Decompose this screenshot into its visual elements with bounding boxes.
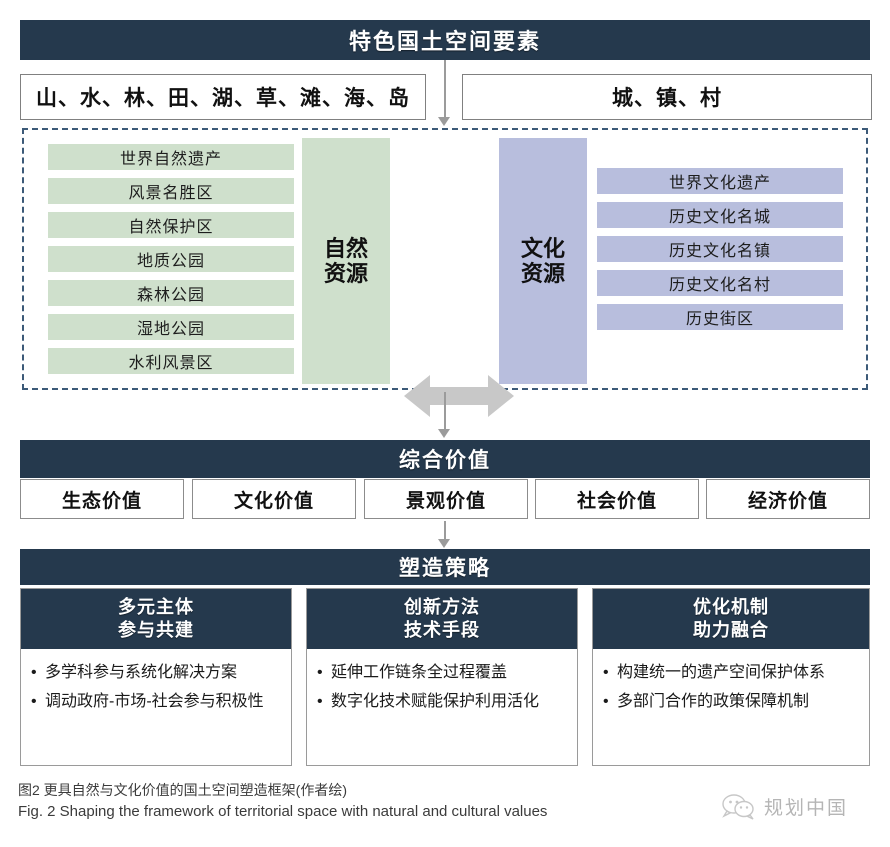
bullet-text: 调动政府-市场-社会参与积极性 [45,693,264,711]
element-box-urban: 城、镇、村 [462,74,872,120]
double-headed-arrow-icon [404,375,514,417]
bullet-marker: • [31,664,37,681]
connector-strategy-arrowhead [438,539,450,548]
connector-title-to-resources [444,60,446,118]
caption-english: Fig. 2 Shaping the framework of territor… [18,803,548,820]
cultural-resource-column: 文化 资源 [499,138,587,384]
bullet-item: • 多学科参与系统化解决方案 [31,661,283,684]
list-item: 自然保护区 [48,212,294,238]
bullet-item: • 构建统一的遗产空间保护体系 [603,661,861,684]
value-item-landscape: 景观价值 [364,479,528,519]
strategy-card-body: • 延伸工作链条全过程覆盖 • 数字化技术赋能保护利用活化 [307,649,577,765]
bullet-text: 多部门合作的政策保障机制 [617,693,810,711]
strategy-card-title: 优化机制 助力融合 [593,589,869,649]
natural-resource-column: 自然 资源 [302,138,390,384]
bullet-text: 数字化技术赋能保护利用活化 [331,693,540,711]
page-title: 特色国土空间要素 [20,20,870,60]
list-item: 风景名胜区 [48,178,294,204]
cultural-resource-label: 文化 资源 [520,235,565,286]
list-item: 地质公园 [48,246,294,272]
strategy-card-title: 多元主体 参与共建 [21,589,291,649]
bullet-marker: • [317,693,323,711]
natural-resource-label: 自然 资源 [323,235,368,286]
list-item: 历史文化名城 [597,202,843,228]
list-item: 湿地公园 [48,314,294,340]
strategy-card-title: 创新方法 技术手段 [307,589,577,649]
bullet-marker: • [603,693,609,711]
bullet-marker: • [31,693,37,711]
element-box-natural: 山、水、林、田、湖、草、滩、海、岛 [20,74,426,120]
resource-panel: 世界自然遗产 风景名胜区 自然保护区 地质公园 森林公园 湿地公园 水利风景区 … [22,128,868,417]
bullet-item: • 调动政府-市场-社会参与积极性 [31,690,283,713]
cultural-resource-list: 世界文化遗产 历史文化名城 历史文化名镇 历史文化名村 历史街区 [597,168,843,338]
natural-resource-list: 世界自然遗产 风景名胜区 自然保护区 地质公园 森林公园 湿地公园 水利风景区 [48,144,294,382]
strategy-card-mechanism: 优化机制 助力融合 • 构建统一的遗产空间保护体系 • 多部门合作的政策保障机制 [592,588,870,766]
value-section-heading: 综合价值 [20,440,870,478]
list-item: 历史文化名村 [597,270,843,296]
list-item: 世界自然遗产 [48,144,294,170]
list-item: 水利风景区 [48,348,294,374]
strategy-cards-row: 多元主体 参与共建 • 多学科参与系统化解决方案 • 调动政府-市场-社会参与积… [20,588,870,766]
wechat-icon [722,793,754,820]
value-item-ecological: 生态价值 [20,479,184,519]
caption-chinese: 图2 更具自然与文化价值的国土空间塑造框架(作者绘) [18,782,347,798]
strategy-card-innovation: 创新方法 技术手段 • 延伸工作链条全过程覆盖 • 数字化技术赋能保护利用活化 [306,588,578,766]
connector-resources-to-value [444,392,446,430]
strategy-card-body: • 构建统一的遗产空间保护体系 • 多部门合作的政策保障机制 [593,649,869,765]
bullet-text: 构建统一的遗产空间保护体系 [617,664,826,681]
bullet-item: • 数字化技术赋能保护利用活化 [317,690,569,713]
value-item-cultural: 文化价值 [192,479,356,519]
bullet-item: • 多部门合作的政策保障机制 [603,690,861,713]
bullet-marker: • [603,664,609,681]
watermark-label: 规划中国 [764,798,849,819]
value-item-economic: 经济价值 [706,479,870,519]
connector-title-arrowhead [438,117,450,126]
list-item: 森林公园 [48,280,294,306]
bullet-text: 多学科参与系统化解决方案 [45,664,238,681]
strategy-card-participation: 多元主体 参与共建 • 多学科参与系统化解决方案 • 调动政府-市场-社会参与积… [20,588,292,766]
value-item-social: 社会价值 [535,479,699,519]
strategy-section-heading: 塑造策略 [20,549,870,585]
value-items-row: 生态价值 文化价值 景观价值 社会价值 经济价值 [20,479,870,519]
bullet-item: • 延伸工作链条全过程覆盖 [317,661,569,684]
list-item: 历史街区 [597,304,843,330]
list-item: 世界文化遗产 [597,168,843,194]
connector-value-arrowhead [438,429,450,438]
watermark: 规划中国 [722,793,848,820]
list-item: 历史文化名镇 [597,236,843,262]
figure-caption: 图2 更具自然与文化价值的国土空间塑造框架(作者绘) Fig. 2 Shapin… [18,780,708,824]
connector-value-to-strategy [444,521,446,541]
strategy-card-body: • 多学科参与系统化解决方案 • 调动政府-市场-社会参与积极性 [21,649,291,765]
bullet-text: 延伸工作链条全过程覆盖 [331,664,508,681]
bullet-marker: • [317,664,323,681]
